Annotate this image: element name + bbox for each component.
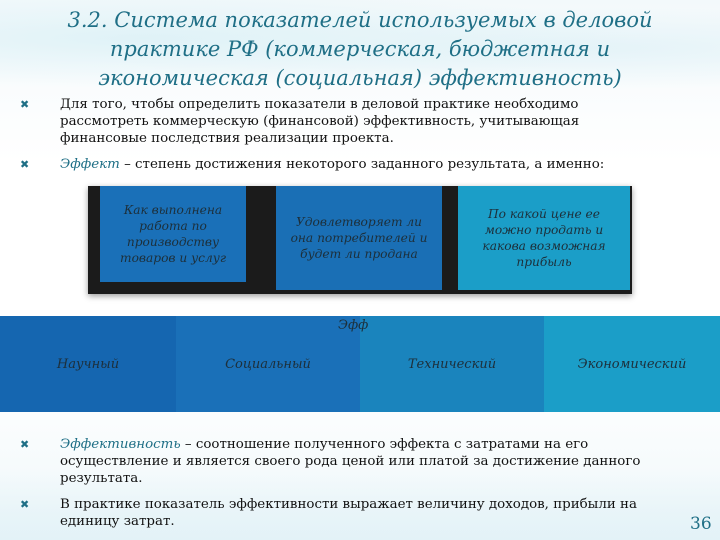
term-efficiency: Эффективность — [60, 437, 181, 452]
slide-title: 3.2. Система показателей используемых в … — [67, 8, 653, 90]
title-background — [0, 0, 720, 96]
bullet-text: Эффект – степень достижения некоторого з… — [60, 156, 670, 173]
bullet-text: Эффективность – соотношение полученного … — [60, 436, 670, 487]
cross-bullet-icon: ✖ — [20, 98, 30, 111]
definition-effect: – степень достижения некоторого заданног… — [119, 157, 605, 172]
bullet-text: В практике показатель эффективности выра… — [60, 497, 637, 529]
cross-bullet-icon: ✖ — [20, 438, 30, 451]
question-box-production: Как выполнена работа по производству тов… — [100, 186, 246, 282]
bullet-efficiency-definition: ✖ Эффективность – соотношение полученног… — [20, 436, 670, 487]
effect-box-technical: Технический — [360, 316, 544, 412]
bullet-efficiency-practice: ✖ В практике показатель эффективности вы… — [20, 496, 670, 530]
page-number: 36 — [690, 514, 712, 534]
effect-box-economic: Экономический — [544, 316, 720, 412]
question-box-consumers: Удовлетворяет ли она потребителей и буде… — [276, 186, 442, 290]
definition-efficiency: – соотношение полученного эффекта с затр… — [60, 437, 641, 486]
term-effect: Эффект — [60, 157, 120, 172]
footer-background — [0, 470, 720, 540]
effect-box-social: Социальный — [176, 316, 360, 412]
cross-bullet-icon: ✖ — [20, 498, 30, 511]
question-box-price: По какой цене ее можно продать и какова … — [458, 186, 630, 290]
effect-box-scientific: Научный — [0, 316, 176, 412]
effects-row: Научный Социальный Технический Экономиче… — [0, 316, 720, 412]
effects-label: Эффект — [338, 318, 368, 333]
bullet-text: Для того, чтобы определить показатели в … — [60, 97, 580, 146]
bullet-effect-definition: ✖ Эффект – степень достижения некоторого… — [20, 156, 670, 173]
cross-bullet-icon: ✖ — [20, 158, 30, 171]
bullet-commercial-efficiency: ✖ Для того, чтобы определить показатели … — [20, 96, 670, 147]
